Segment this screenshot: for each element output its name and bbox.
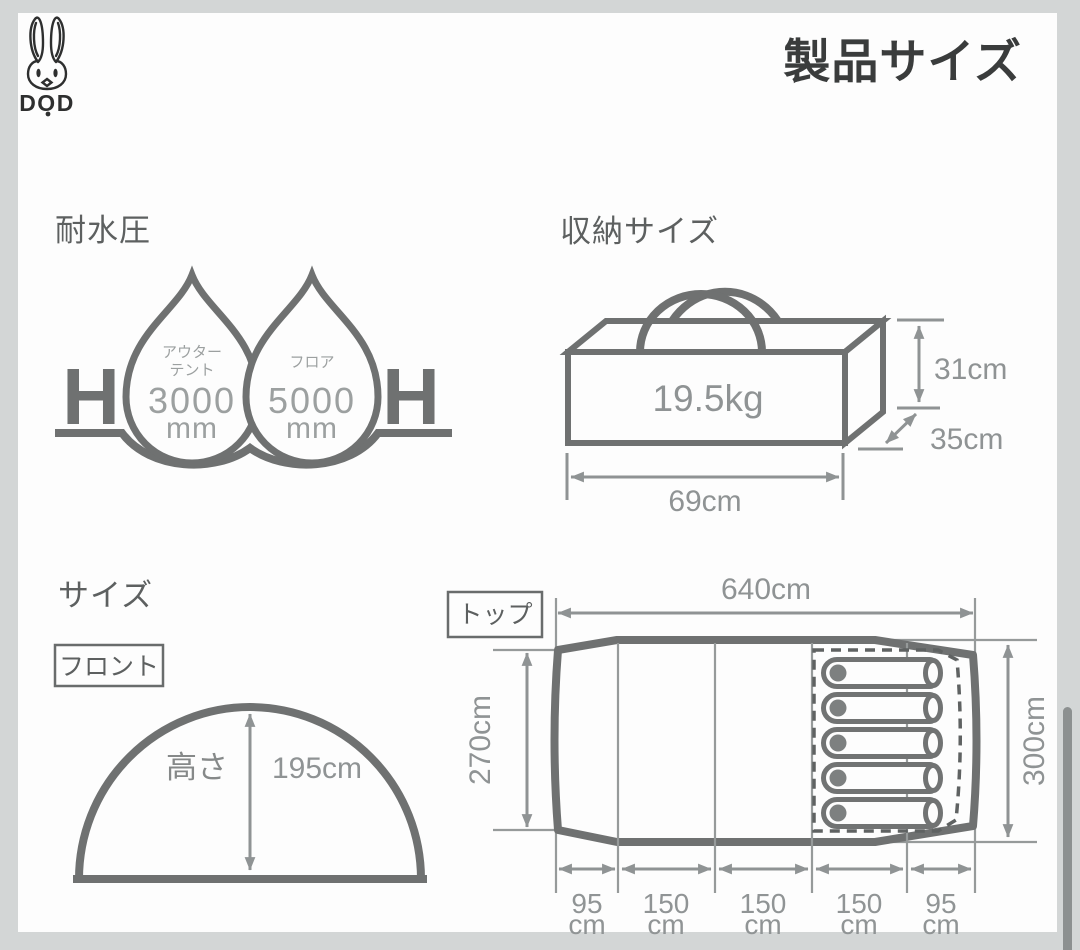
sleeping-bag-head-icon — [829, 699, 847, 717]
water-drop-outer-tent-icon — [122, 265, 262, 467]
segment-5-unit: cm — [922, 909, 959, 940]
storage-width-value: 69cm — [668, 485, 741, 518]
sleeping-bag — [821, 727, 943, 759]
sleeping-bag-foot-ring-icon — [923, 763, 943, 793]
storage-depth-value: 35cm — [930, 423, 1003, 456]
storage-heading: 収納サイズ — [560, 214, 719, 249]
segment-5-value: 95 — [925, 888, 956, 919]
bag-top-face — [559, 318, 892, 355]
rabbit-eye-left-icon — [36, 68, 41, 78]
storage-bag-diagram: 19.5kg 31cm 35cm 69cm — [559, 287, 1007, 518]
scrollbar-thumb[interactable] — [1063, 707, 1072, 950]
rabbit-head-icon — [26, 59, 68, 91]
segment-3-unit: cm — [744, 909, 781, 940]
size-heading: サイズ — [58, 578, 153, 613]
sleeping-bag — [821, 692, 943, 724]
sleeping-bag-head-icon — [829, 734, 847, 752]
bag-handle-front — [636, 290, 766, 353]
sleeping-bag-foot-ring-icon — [923, 693, 943, 723]
sleeping-bag-foot-ring-icon — [923, 728, 943, 758]
storage-size-section: 収納サイズ 19.5kg 31cm 35cm 69cm — [559, 214, 1007, 518]
sleeping-bag — [821, 657, 943, 689]
front-view-label: フロント — [59, 653, 159, 681]
total-width-value: 640cm — [721, 573, 811, 606]
drop1-label-line1: アウター — [162, 344, 222, 361]
rabbit-ear-left-icon — [29, 16, 45, 64]
front-height-value: 195cm — [272, 752, 362, 785]
size-section: サイズ フロント 高さ 195cm トップ — [53, 573, 1051, 940]
drop2-unit: mm — [286, 412, 338, 445]
rabbit-eye-right-icon — [53, 68, 58, 78]
drop2-label-line1: フロア — [289, 354, 334, 371]
rabbit-nose-icon — [40, 77, 54, 88]
segment-2-unit: cm — [647, 909, 684, 940]
h-marker-right: H — [382, 352, 440, 441]
segment-1-value: 95 — [571, 888, 602, 919]
segment-3-value: 150 — [740, 888, 787, 919]
brand-logo: DOD — [19, 16, 75, 117]
brand-name: DOD — [19, 90, 75, 116]
sleeping-bag-foot-ring-icon — [923, 798, 943, 828]
depth-dim-arrow — [884, 412, 918, 445]
top-view-diagram: トップ — [446, 573, 1051, 940]
rabbit-ear-right-inner-icon — [54, 21, 62, 58]
water-drop-floor-icon — [242, 265, 382, 467]
sleeping-bag-head-icon — [829, 804, 847, 822]
front-height-label: 高さ — [166, 750, 228, 785]
segment-4-unit: cm — [840, 909, 877, 940]
sleeping-bag-head-icon — [829, 769, 847, 787]
drop1-label-line2: テント — [169, 362, 214, 379]
drop2-value: 5000 — [268, 380, 356, 421]
segment-1-unit: cm — [568, 909, 605, 940]
sleeping-bag — [821, 762, 943, 794]
h-marker-left: H — [62, 352, 120, 441]
top-view-label-box — [446, 590, 544, 639]
rabbit-ear-right-icon — [49, 16, 65, 64]
water-resistance-heading: 耐水圧 — [55, 213, 151, 248]
bag-weight: 19.5kg — [652, 378, 763, 419]
bag-front-face — [565, 349, 848, 446]
brand-o-dot-icon — [45, 111, 51, 117]
drop1-value: 3000 — [148, 380, 236, 421]
left-depth-value: 270cm — [464, 695, 497, 785]
dome-arch — [75, 703, 425, 880]
sleeping-bag-foot-ring-icon — [923, 658, 943, 688]
water-resistance-section: 耐水圧 H H アウター テント 3000 mm フロア 5000 mm — [55, 213, 452, 469]
front-view-label-box — [53, 643, 165, 688]
right-depth-value: 300cm — [1018, 696, 1051, 786]
storage-height-value: 31cm — [934, 353, 1007, 386]
sleeping-bag-head-icon — [829, 664, 847, 682]
water-drops-diagram: H H アウター テント 3000 mm フロア 5000 mm — [55, 265, 452, 469]
sleeping-bag — [821, 797, 943, 829]
rabbit-ear-left-inner-icon — [32, 21, 40, 58]
segment-2-value: 150 — [643, 888, 690, 919]
segment-4-value: 150 — [836, 888, 883, 919]
front-view-diagram: フロント 高さ 195cm — [53, 643, 427, 883]
drop1-unit: mm — [166, 412, 218, 445]
top-view-label: トップ — [457, 601, 532, 629]
page-title: 製品サイズ — [783, 35, 1022, 88]
